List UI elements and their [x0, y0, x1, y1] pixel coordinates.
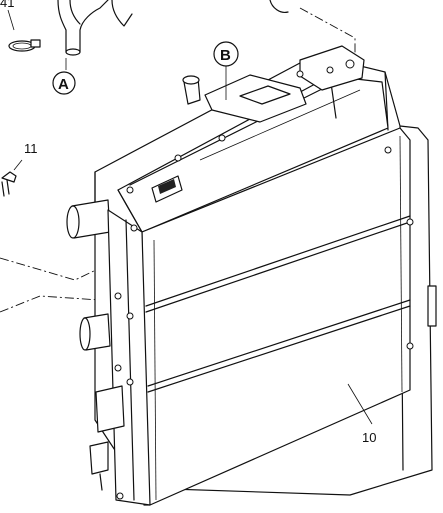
- leader-11: [13, 159, 23, 171]
- leader-41: [7, 9, 15, 31]
- callout-letter-b: B: [220, 47, 231, 64]
- part-label-41: 41: [0, 0, 14, 10]
- core-divider-1: [145, 215, 411, 307]
- callout-b: [213, 41, 239, 100]
- reference-lines: [0, 7, 356, 313]
- part-label-11: 11: [24, 141, 38, 156]
- ref-line-top: [299, 7, 356, 70]
- bolt-part-11: [1, 159, 23, 197]
- hose: [57, 0, 109, 53]
- hose-clamp: [8, 39, 41, 52]
- ref-line-left-lower: [0, 295, 101, 313]
- side-pipes: [66, 199, 111, 351]
- drain-bracket: [95, 385, 125, 433]
- core-divider-2: [147, 299, 411, 387]
- radiator-core: [89, 127, 414, 506]
- top-tank: [117, 45, 389, 233]
- callout-letter-a: A: [58, 76, 69, 93]
- hose-top-right: [269, 0, 289, 13]
- hose-assembly: [7, 0, 289, 70]
- filler-cap: [239, 85, 291, 105]
- leader-10: [347, 383, 373, 425]
- callout-a: [52, 71, 76, 95]
- ref-line-left-upper: [0, 257, 101, 281]
- part-label-10: 10: [362, 430, 376, 445]
- hose-upper: [111, 0, 133, 27]
